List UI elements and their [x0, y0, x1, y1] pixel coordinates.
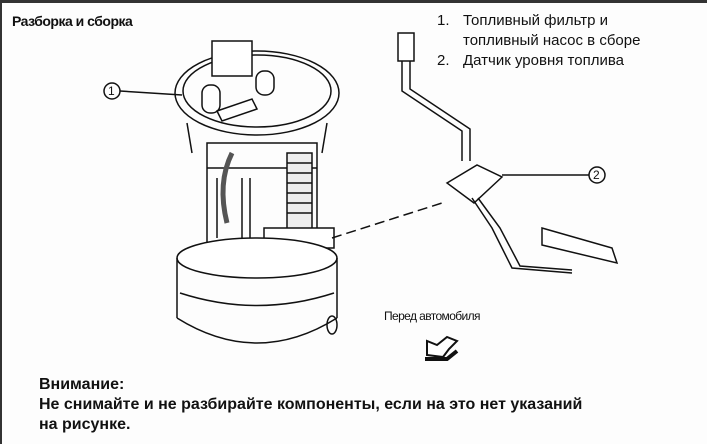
warning-block: Внимание: Не снимайте и не разбирайте ко… — [39, 375, 582, 435]
front-arrow-icon — [426, 335, 459, 359]
illustration: 1 2 — [103, 32, 619, 361]
front-of-vehicle-label: Перед автомобиля — [384, 309, 481, 323]
fuel-level-sensor — [397, 32, 619, 274]
callout-circle-1 — [103, 82, 121, 100]
callout-line-1 — [119, 90, 183, 96]
warning-line-1: Не снимайте и не разбирайте компоненты, … — [39, 396, 583, 413]
legend-item-2: 2. Датчик уровня топлива — [437, 52, 624, 69]
dashed-leader — [331, 202, 443, 239]
callout-1: 1 — [108, 84, 115, 98]
callout-circle-2 — [588, 166, 606, 184]
warning-line-2: на рисунке. — [39, 416, 131, 433]
front-arrow-shadow — [425, 349, 459, 361]
fuel-pump-assembly — [174, 40, 340, 344]
diagram-title: Разборка и сборка — [12, 13, 133, 29]
callout-2: 2 — [593, 168, 600, 182]
warning-heading: Внимание: — [39, 376, 125, 393]
